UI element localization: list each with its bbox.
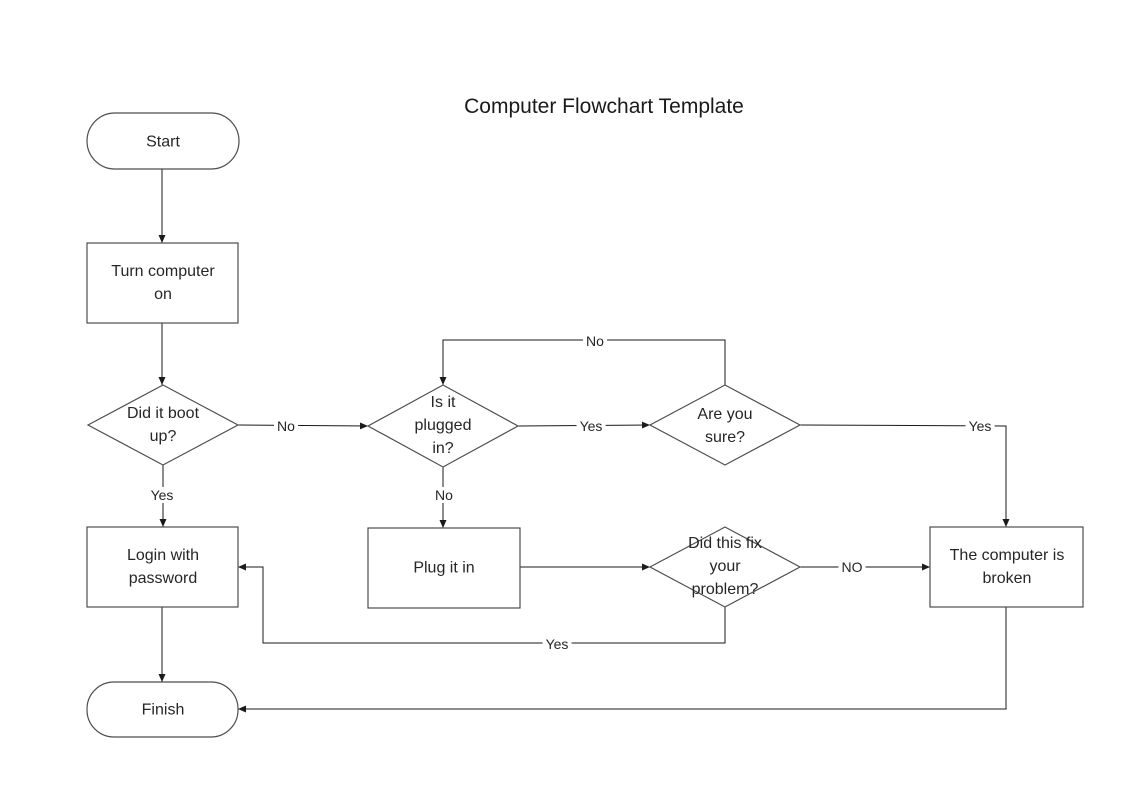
node-turn-computer-on-shape xyxy=(86,242,239,324)
edge-the-computer-is-broken-to-finish xyxy=(238,607,1007,713)
node-start-shape xyxy=(86,112,240,170)
edge-label-fix-to-broken: NO xyxy=(838,559,866,575)
node-plug-it-in-shape xyxy=(367,527,521,609)
edge-label-boot-to-login: Yes xyxy=(147,487,177,503)
edge-are-you-sure-to-the-computer-is-broken xyxy=(799,424,1010,527)
node-is-it-plugged-in-shape xyxy=(366,384,520,468)
edge-label-boot-to-plugged: No xyxy=(274,418,298,434)
edge-did-this-fix-your-problem-to-login-with-password xyxy=(238,563,726,644)
node-did-this-fix-your-problem-label: Did this fix your problem? xyxy=(688,535,762,599)
node-login-with-password-label: Login with password xyxy=(126,546,200,587)
node-the-computer-is-broken-shape xyxy=(929,526,1084,608)
node-finish-label: Finish xyxy=(141,701,185,719)
node-did-it-boot-up-shape xyxy=(86,384,240,466)
page-title: Computer Flowchart Template xyxy=(464,95,744,118)
edge-label-plugged-to-sure: Yes xyxy=(576,418,606,434)
node-login-with-password-shape xyxy=(86,526,239,608)
edge-did-it-boot-up-to-is-it-plugged-in xyxy=(237,422,369,430)
node-the-computer-is-broken-label: The computer is broken xyxy=(949,546,1065,587)
node-are-you-sure-shape xyxy=(648,384,802,466)
node-plug-it-in-label: Plug it in xyxy=(413,559,475,577)
node-start-label: Start xyxy=(146,133,180,151)
edge-label-sure-to-plugged: No xyxy=(583,333,607,349)
node-did-it-boot-up-label: Did it boot up? xyxy=(126,404,200,445)
edge-label-sure-to-broken: Yes xyxy=(965,418,995,434)
node-turn-computer-on-label: Turn computer on xyxy=(111,262,215,303)
node-are-you-sure-label: Are you sure? xyxy=(697,405,753,446)
edge-label-plugged-to-plug: No xyxy=(432,487,456,503)
node-did-this-fix-your-problem-shape xyxy=(648,526,802,608)
edge-label-fix-to-login: Yes xyxy=(542,636,572,652)
node-is-it-plugged-in-label: Is it plugged in? xyxy=(414,394,472,458)
node-finish-shape xyxy=(86,681,239,738)
